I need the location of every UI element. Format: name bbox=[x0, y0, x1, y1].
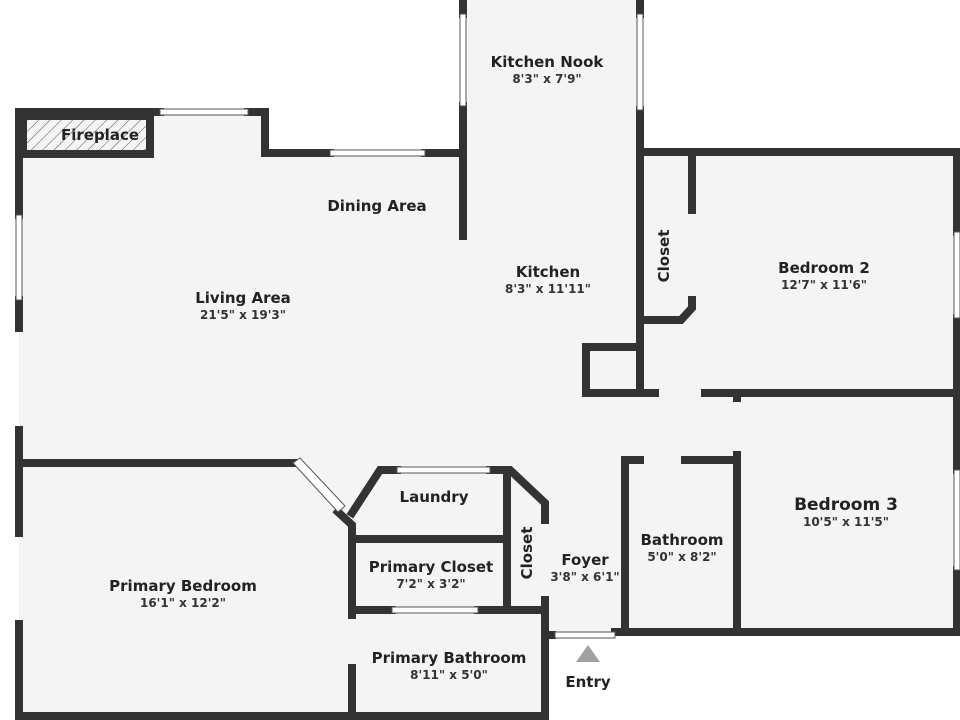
floor-area bbox=[19, 0, 960, 716]
room-name: Kitchen Nook bbox=[490, 53, 604, 71]
room-dimensions: 7'2" x 3'2" bbox=[396, 577, 466, 591]
room-laundry: Laundry bbox=[400, 488, 469, 506]
room-fireplace: Fireplace bbox=[61, 126, 139, 144]
room-name: Laundry bbox=[399, 488, 469, 506]
room-name: Closet bbox=[655, 229, 673, 283]
walls bbox=[15, 0, 960, 720]
entry-arrow-icon bbox=[576, 645, 600, 662]
room-dimensions: 8'3" x 11'11" bbox=[504, 282, 592, 296]
room-name: Dining Area bbox=[327, 197, 427, 215]
entry-label: Entry bbox=[565, 673, 610, 691]
room-name: Living Area bbox=[195, 289, 291, 307]
room-dimensions: 21'5" x 19'3" bbox=[199, 308, 287, 322]
room-name: Closet bbox=[518, 526, 536, 580]
room-dimensions: 16'1" x 12'2" bbox=[139, 596, 227, 610]
entry-text: Entry bbox=[565, 673, 611, 691]
room-dimensions: 3'8" x 6'1" bbox=[550, 570, 620, 584]
room-name: Foyer bbox=[561, 551, 609, 569]
room-name: Fireplace bbox=[60, 126, 140, 144]
room-dimensions: 5'0" x 8'2" bbox=[647, 550, 717, 564]
room-name: Kitchen bbox=[515, 263, 581, 281]
room-closet-bedroom2: Closet bbox=[655, 230, 673, 283]
room-dimensions: 8'11" x 5'0" bbox=[410, 668, 488, 682]
room-name: Primary Bathroom bbox=[371, 649, 527, 667]
room-closet-hall: Closet bbox=[518, 527, 536, 580]
room-name: Primary Bedroom bbox=[109, 577, 257, 595]
room-name: Primary Closet bbox=[368, 558, 494, 576]
room-dimensions: 10'5" x 11'5" bbox=[802, 515, 890, 529]
room-dimensions: 12'7" x 11'6" bbox=[780, 278, 868, 292]
room-dimensions: 8'3" x 7'9" bbox=[512, 72, 582, 86]
room-name: Bedroom 3 bbox=[794, 495, 898, 515]
room-name: Bathroom bbox=[640, 531, 724, 549]
room-name: Bedroom 2 bbox=[778, 259, 870, 277]
windows bbox=[15, 13, 960, 639]
room-dining-area: Dining Area bbox=[327, 197, 426, 215]
